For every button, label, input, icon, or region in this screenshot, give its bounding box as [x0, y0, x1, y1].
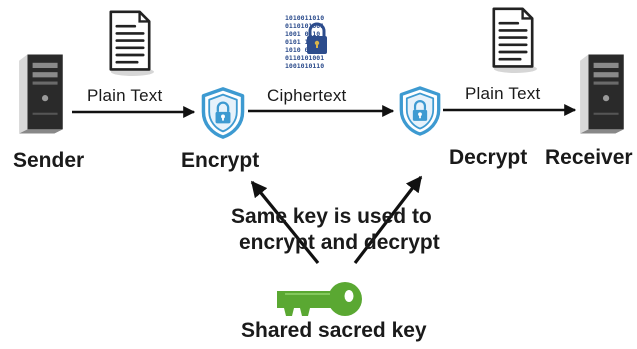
shared-key-label: Shared sacred key: [241, 319, 427, 342]
ciphertext-label: Ciphertext: [267, 86, 347, 105]
encrypt-label: Encrypt: [181, 149, 260, 172]
svg-text:1001 0110: 1001 0110: [285, 30, 320, 38]
receiver-label: Receiver: [545, 146, 633, 169]
svg-text:1010011010: 1010011010: [285, 14, 324, 22]
plain-text-right-label: Plain Text: [465, 84, 541, 103]
key-note-line1: Same key is used to: [231, 205, 432, 228]
ciphertext-binary-lock-icon: 1010011010 0110101001 1001 0110 0101 101…: [285, 14, 327, 70]
svg-text:0101 1010: 0101 1010: [285, 38, 320, 46]
key-to-decrypt-arrow: [353, 175, 423, 264]
key-to-encrypt-arrow: [250, 180, 320, 265]
sender-label: Sender: [13, 149, 85, 172]
decrypt-label: Decrypt: [449, 146, 528, 169]
key-note-line2: encrypt and decrypt: [239, 231, 440, 254]
shared-key-icon: [277, 282, 362, 316]
plain-text-left-label: Plain Text: [87, 86, 163, 105]
decrypt-shield-icon: [399, 86, 441, 136]
plain-text-document-icon: [492, 7, 537, 74]
svg-text:0110101001: 0110101001: [285, 22, 324, 30]
svg-text:0110101001: 0110101001: [285, 54, 324, 62]
sender-server-icon: [19, 54, 63, 134]
receiver-server-icon: [580, 54, 624, 134]
svg-text:1010 0101: 1010 0101: [285, 46, 320, 54]
svg-text:1001010110: 1001010110: [285, 62, 324, 70]
plain-text-document-icon: [109, 10, 154, 77]
encrypt-shield-icon: [201, 87, 245, 139]
